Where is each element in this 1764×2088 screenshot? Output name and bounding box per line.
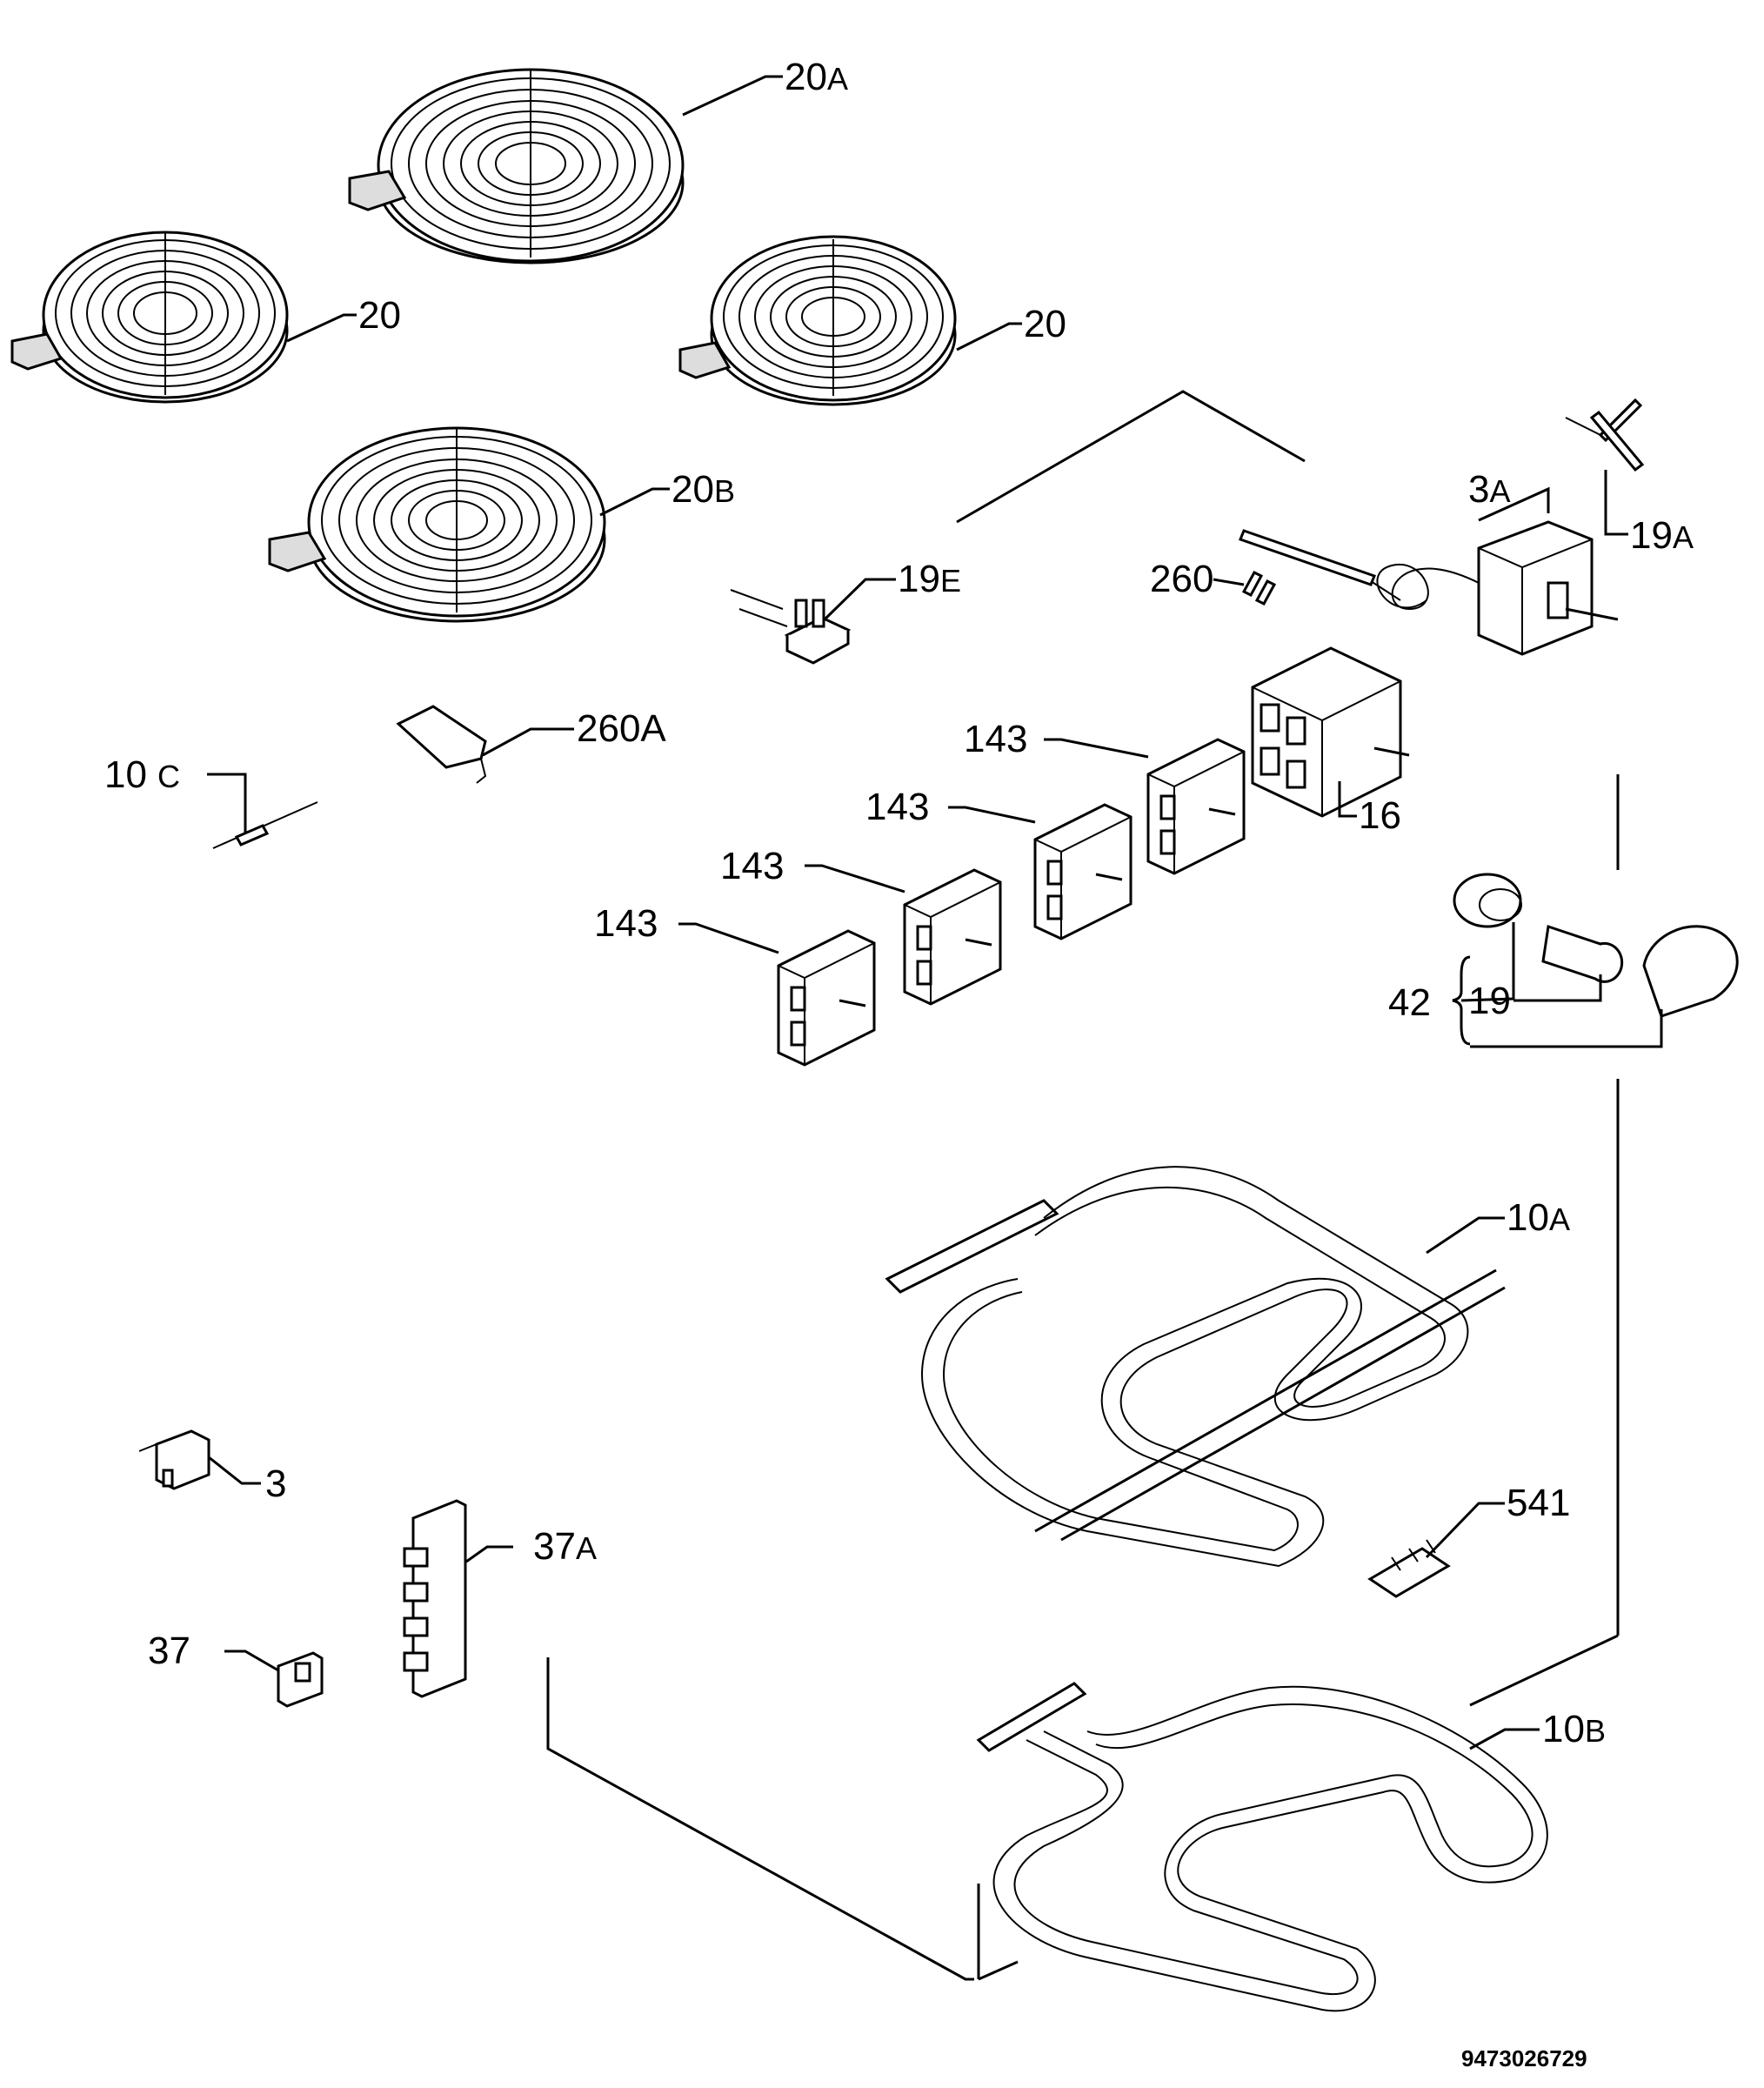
callout-260a: 260A bbox=[577, 707, 666, 750]
document-number: 9473026729 bbox=[1461, 2045, 1587, 2071]
hotplate-20-right bbox=[678, 235, 957, 406]
bottom-element-10b bbox=[976, 1682, 1548, 2012]
callout-3: 3 bbox=[265, 1462, 286, 1505]
regulator-143-b bbox=[1033, 803, 1133, 940]
callout-19e: 19E bbox=[898, 558, 961, 600]
callout-143-d: 143 bbox=[594, 902, 658, 945]
terminal-block-37a bbox=[403, 1499, 467, 1698]
selector-switch-16 bbox=[1251, 646, 1410, 818]
callout-20b: 20B bbox=[672, 468, 735, 511]
hotplate-20-left bbox=[10, 231, 289, 404]
regulator-143-a bbox=[1146, 738, 1246, 875]
regulator-143-c bbox=[903, 868, 1002, 1006]
callout-19a: 19A bbox=[1630, 514, 1694, 557]
callout-20-right: 20 bbox=[1024, 303, 1066, 345]
callout-10b: 10B bbox=[1542, 1708, 1606, 1750]
element-10c bbox=[212, 801, 318, 849]
hotplate-20a bbox=[348, 68, 685, 264]
bracket-260a bbox=[396, 705, 487, 784]
callout-37: 37 bbox=[148, 1630, 190, 1672]
grill-element-10a bbox=[885, 1166, 1506, 1568]
callout-37a: 37A bbox=[533, 1525, 597, 1568]
lamp-assembly-42 bbox=[1453, 873, 1739, 1018]
leader-lines bbox=[207, 75, 1663, 1750]
callout-20a: 20A bbox=[785, 56, 848, 98]
cutout-3 bbox=[138, 1429, 210, 1490]
terminal-block-37 bbox=[277, 1651, 324, 1708]
pins-260 bbox=[1241, 571, 1277, 606]
frame-lines bbox=[546, 390, 1620, 1981]
callout-16: 16 bbox=[1359, 794, 1401, 837]
callout-19: 19 bbox=[1468, 980, 1511, 1022]
callout-260: 260 bbox=[1150, 558, 1213, 600]
callout-3a: 3A bbox=[1468, 468, 1511, 511]
thermostat-3a bbox=[1239, 520, 1619, 656]
hotplate-20b bbox=[268, 426, 606, 623]
probe-19a bbox=[1565, 398, 1645, 472]
callout-42: 42 bbox=[1388, 981, 1431, 1024]
callout-143-a: 143 bbox=[964, 718, 1027, 760]
callout-541: 541 bbox=[1507, 1482, 1570, 1524]
callout-20-left: 20 bbox=[358, 294, 401, 337]
regulator-143-d bbox=[777, 929, 876, 1067]
callout-143-c: 143 bbox=[720, 845, 784, 887]
callout-143-b: 143 bbox=[865, 786, 929, 828]
callout-10a: 10A bbox=[1507, 1196, 1570, 1239]
terminal-block-19e bbox=[730, 589, 852, 665]
